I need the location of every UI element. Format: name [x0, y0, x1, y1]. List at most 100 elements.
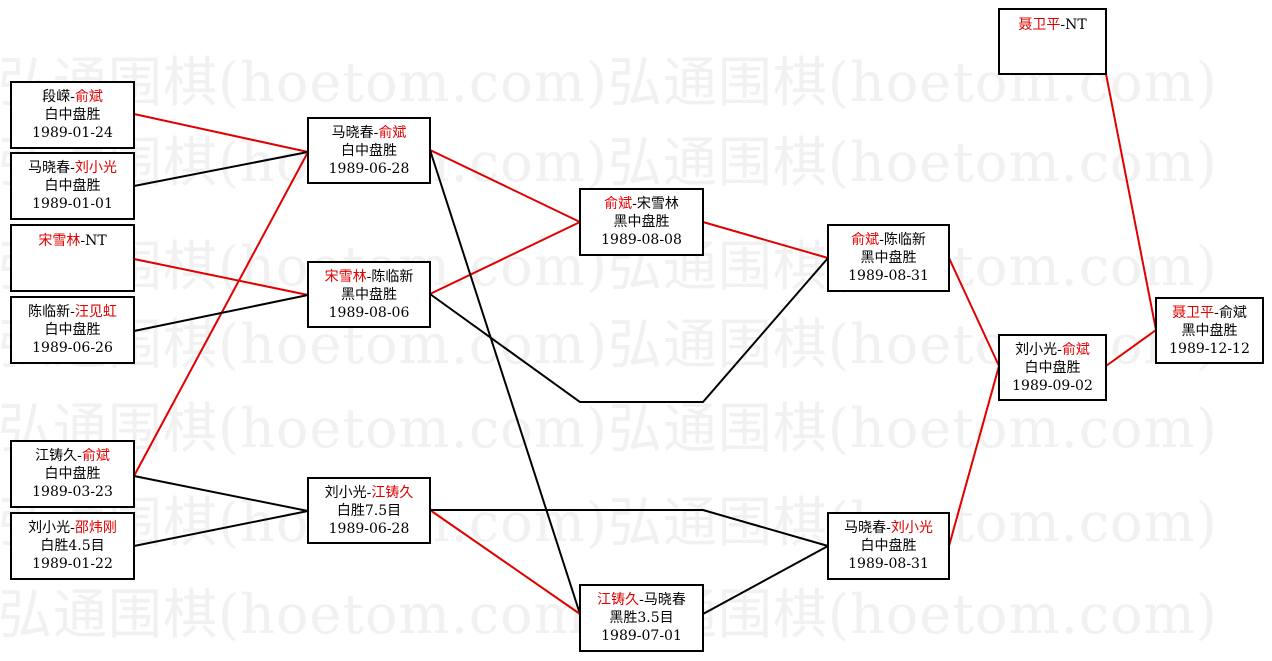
player-black: 刘小光: [74, 160, 117, 176]
match-box: 马晓春-刘小光 白中盘胜 1989-01-01: [10, 152, 135, 220]
match-date: 1989-07-01: [601, 628, 682, 644]
match-players: 陈临新-汪见虹: [28, 304, 117, 320]
match-date: 1989-06-28: [328, 160, 410, 177]
connector-winner: [948, 365, 1000, 547]
player-black: 汪见虹: [74, 304, 117, 320]
player-black: 宋雪林: [636, 196, 679, 212]
match-players: 马晓春-刘小光: [28, 160, 117, 176]
player-white: 马晓春: [844, 520, 887, 536]
player-white: 刘小光: [28, 520, 71, 536]
connector-winner: [948, 257, 1000, 367]
match-result: 白中盘胜: [44, 322, 101, 338]
match-result: 黑胜3.5目: [609, 610, 674, 626]
player-black: 俞斌: [378, 124, 407, 141]
connector-winner: [1105, 73, 1157, 331]
match-players: 马晓春-俞斌: [331, 124, 407, 141]
connector-winner: [429, 509, 581, 615]
match-date: 1989-06-28: [328, 520, 410, 537]
match-box: 刘小光-江铸久 白胜7.5目 1989-06-28: [307, 477, 431, 544]
match-players: 马晓春-刘小光: [844, 520, 933, 536]
match-players: 江铸久-俞斌: [35, 448, 110, 464]
match-box: 刘小光-邵炜刚 白胜4.5目 1989-01-22: [10, 512, 135, 580]
match-players: 宋雪林-NT: [38, 233, 107, 249]
connector-winner: [429, 149, 581, 223]
match-result: 黑中盘胜: [860, 250, 917, 266]
player-black: 刘小光: [890, 520, 933, 536]
match-box: 俞斌-陈临新 黑中盘胜 1989-08-31: [827, 224, 950, 292]
player-white: 江铸久: [35, 448, 78, 464]
connector-loser: [133, 510, 309, 547]
match-result: 白中盘胜: [44, 178, 101, 194]
match-players: 刘小光-俞斌: [1015, 341, 1090, 358]
connector-loser: [702, 545, 829, 615]
connector-loser: [133, 475, 309, 512]
player-black: 俞斌: [1218, 304, 1247, 321]
connector-loser: [429, 257, 829, 403]
player-black: NT: [85, 233, 107, 249]
match-box: 马晓春-刘小光 白中盘胜 1989-08-31: [827, 512, 950, 580]
match-box: 聂卫平-NT: [998, 8, 1107, 75]
connector-winner: [429, 221, 581, 295]
player-black: 邵炜刚: [74, 520, 117, 536]
match-date: 1989-08-08: [601, 232, 682, 248]
match-box: 段嵘-俞斌 白中盘胜 1989-01-24: [10, 81, 135, 149]
match-result: 白中盘胜: [860, 538, 917, 554]
connector-loser: [429, 149, 581, 615]
match-result: 白胜7.5目: [336, 502, 402, 519]
connector-loser: [133, 151, 309, 187]
match-players: 聂卫平-NT: [1018, 17, 1087, 33]
player-white: 俞斌: [851, 232, 880, 248]
connector-winner: [702, 221, 829, 259]
player-white: 马晓春: [331, 124, 374, 141]
match-box: 俞斌-宋雪林 黑中盘胜 1989-08-08: [579, 188, 704, 256]
player-white: 刘小光: [324, 484, 367, 501]
match-players: 刘小光-江铸久: [324, 484, 414, 501]
connector-loser: [133, 294, 309, 332]
match-date: 1989-01-22: [32, 556, 113, 572]
player-white: 宋雪林: [324, 268, 367, 285]
match-date: 1989-08-06: [328, 304, 410, 321]
match-date: 1989-09-02: [1012, 377, 1093, 394]
player-white: 刘小光: [1015, 341, 1058, 358]
player-white: 聂卫平: [1172, 304, 1215, 321]
player-white: 江铸久: [597, 592, 640, 608]
match-date: 1989-01-24: [32, 125, 113, 141]
match-result: 白中盘胜: [44, 466, 101, 482]
match-result: 白中盘胜: [44, 107, 101, 123]
match-box: 刘小光-俞斌 白中盘胜 1989-09-02: [998, 334, 1107, 401]
player-black: 俞斌: [1061, 341, 1090, 358]
player-white: 俞斌: [604, 196, 633, 212]
player-white: 段嵘: [42, 89, 71, 105]
player-black: 马晓春: [643, 592, 686, 608]
match-players: 俞斌-宋雪林: [604, 196, 679, 212]
connector-loser: [430, 509, 829, 547]
match-result: 白胜4.5目: [40, 538, 105, 554]
match-box: 江铸久-马晓春 黑胜3.5目 1989-07-01: [579, 584, 704, 652]
match-result: 白中盘胜: [1024, 359, 1081, 376]
match-date: 1989-06-26: [32, 340, 113, 356]
connector-winner: [133, 113, 309, 153]
player-white: 聂卫平: [1018, 17, 1061, 33]
match-result: 黑中盘胜: [341, 286, 397, 303]
connector-winner: [1105, 329, 1157, 367]
match-players: 聂卫平-俞斌: [1172, 304, 1247, 321]
player-black: 俞斌: [74, 89, 103, 105]
match-box: 宋雪林-陈临新 黑中盘胜 1989-08-06: [307, 261, 431, 328]
match-date: 1989-08-31: [848, 556, 929, 572]
player-white: 马晓春: [28, 160, 71, 176]
match-result: 黑中盘胜: [613, 214, 670, 230]
connector-winner: [133, 258, 309, 296]
player-black: 江铸久: [371, 484, 414, 501]
match-players: 段嵘-俞斌: [42, 89, 103, 105]
player-black: 俞斌: [81, 448, 110, 464]
player-black: NT: [1065, 17, 1087, 33]
match-result: 黑中盘胜: [1181, 322, 1238, 339]
match-date: 1989-01-01: [32, 196, 113, 212]
match-players: 江铸久-马晓春: [597, 592, 686, 608]
match-date: 1989-03-23: [32, 484, 113, 500]
player-black: 陈临新: [883, 232, 926, 248]
player-white: 宋雪林: [38, 233, 81, 249]
player-white: 陈临新: [28, 304, 71, 320]
match-players: 刘小光-邵炜刚: [28, 520, 117, 536]
